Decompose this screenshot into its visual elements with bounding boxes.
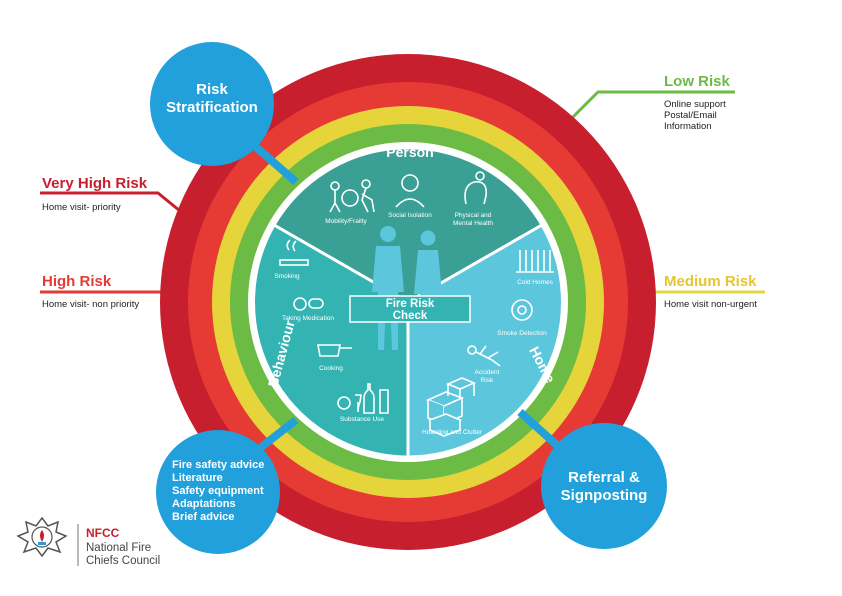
low-risk-sub-1: Online support — [664, 99, 726, 110]
fall-icon — [467, 345, 501, 367]
cooking-icon — [317, 344, 352, 357]
low-risk-title: Low Risk — [664, 73, 731, 90]
radiator-icon — [516, 250, 554, 273]
segments — [252, 146, 564, 459]
person-icon — [395, 174, 425, 208]
mobility-icon — [329, 179, 375, 213]
high-risk-title: High Risk — [42, 273, 112, 290]
person-item-isolation: Social Isolation — [388, 212, 432, 219]
advice-item-5: Brief advice — [172, 511, 234, 523]
person-item-mental-2: Mental Health — [453, 220, 493, 227]
high-risk-sub: Home visit- non priority — [42, 299, 139, 310]
fire-risk-check-box — [349, 295, 471, 323]
advice-item-1: Fire safety advice — [172, 459, 264, 471]
fire-risk-check-line1: Fire Risk — [386, 298, 435, 310]
medium-risk-title: Medium Risk — [664, 273, 757, 290]
home-item-hoarding: Hoarding and Clutter — [422, 429, 483, 436]
very-high-risk-title: Very High Risk — [42, 175, 148, 192]
boxes-icon — [425, 377, 477, 437]
person-item-mental-1: Physical and — [455, 212, 492, 219]
logo-abbr: NFCC — [86, 526, 120, 540]
very-high-risk-sub: Home visit- priority — [42, 202, 121, 213]
home-item-accident-1: Accident — [475, 369, 500, 376]
risk-stratification-bubble — [150, 42, 274, 166]
smoke-detector-icon — [511, 299, 533, 321]
home-item-cold: Cold Homes — [517, 279, 554, 286]
low-risk-sub-3: Information — [664, 121, 712, 132]
person-title: Person — [386, 144, 433, 160]
logo-line1: National Fire — [86, 542, 151, 554]
home-item-smoke: Smoke Detection — [497, 330, 547, 337]
advice-item-4: Adaptations — [172, 498, 236, 510]
referral-connector — [517, 409, 563, 451]
referral-line1: Referral & — [568, 469, 640, 486]
referral-bubble — [541, 423, 667, 549]
behaviour-item-smoking: Smoking — [274, 273, 300, 280]
mental-health-icon — [464, 171, 488, 205]
person-item-mobility: Mobility/Frailty — [325, 218, 367, 225]
smoking-icon — [279, 239, 309, 266]
referral-line2: Signposting — [561, 487, 648, 504]
low-risk-sub-2: Postal/Email — [664, 110, 717, 121]
behaviour-item-medication: Taking Medication — [282, 315, 334, 322]
fire-risk-check-line2: Check — [393, 310, 428, 322]
medium-risk-sub: Home visit non-urgent — [664, 299, 757, 310]
crest-icon — [16, 516, 68, 558]
behaviour-item-substance: Substance Use — [340, 416, 384, 423]
substance-icon — [337, 383, 389, 414]
advice-item-2: Literature — [172, 472, 223, 484]
medication-icon — [293, 297, 324, 311]
behaviour-segment — [252, 222, 410, 459]
home-item-accident-2: Risk — [481, 377, 494, 384]
advice-bubble — [156, 430, 280, 554]
advice-item-3: Safety equipment — [172, 485, 264, 497]
behaviour-item-cooking: Cooking — [319, 365, 343, 372]
risk-stratification-line2: Stratification — [166, 99, 258, 116]
risk-stratification-line1: Risk — [196, 81, 228, 98]
logo-line2: Chiefs Council — [86, 555, 160, 567]
advice-connector — [257, 416, 299, 452]
